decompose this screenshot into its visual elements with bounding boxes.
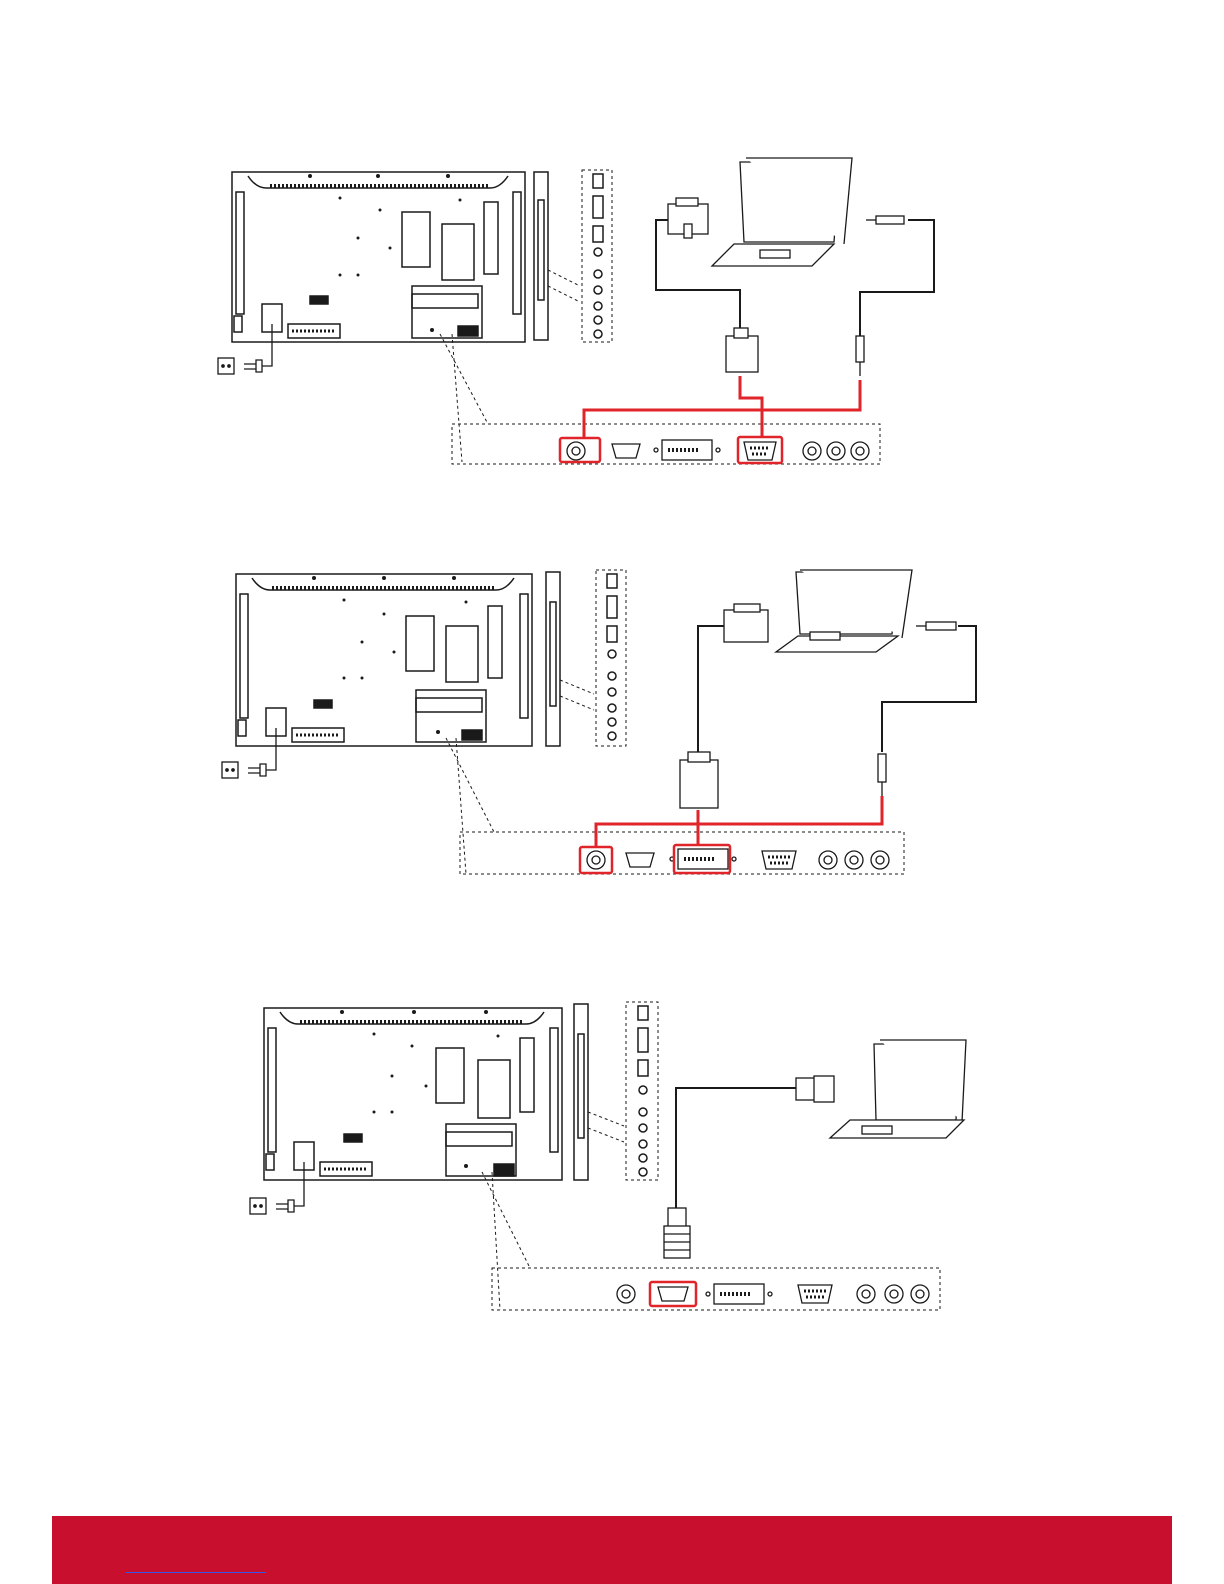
port-strip — [617, 1284, 929, 1304]
side-panel — [534, 170, 612, 342]
port-strip — [587, 849, 889, 869]
audio-cable — [882, 626, 976, 752]
figure-hdmi-connection — [0, 980, 1224, 1320]
monitor-rear-panel — [232, 172, 525, 342]
laptop-icon — [712, 158, 852, 266]
port-strip — [567, 440, 869, 460]
mounting-holes — [312, 576, 468, 734]
highlight-vga-port — [738, 437, 782, 463]
mounting-holes — [340, 1010, 500, 1168]
dvi-connector-icon — [680, 604, 768, 808]
footer-link[interactable] — [126, 1572, 266, 1573]
connection-lines — [596, 796, 882, 847]
vga-cable — [656, 220, 740, 336]
audio-jack-icon — [856, 216, 904, 376]
side-panel — [574, 1002, 658, 1180]
figure-dvi-connection — [0, 548, 1224, 888]
connection-lines — [584, 376, 860, 438]
hdmi-cable — [676, 1088, 798, 1208]
footer-bar — [52, 1516, 1172, 1584]
laptop-icon — [830, 1040, 966, 1138]
highlight-hdmi-port — [650, 1282, 696, 1306]
audio-cable — [860, 220, 934, 340]
laptop-icon — [776, 570, 912, 652]
side-panel — [546, 570, 626, 746]
figure-vga-connection — [0, 140, 1224, 480]
port-callout-box — [482, 1172, 940, 1310]
audio-jack-icon — [878, 622, 956, 796]
port-callout-box — [440, 334, 880, 464]
monitor-rear-panel — [264, 1008, 562, 1180]
hdmi-connector-icon — [664, 1076, 834, 1258]
monitor-rear-panel — [236, 574, 532, 746]
dvi-cable — [698, 626, 726, 760]
